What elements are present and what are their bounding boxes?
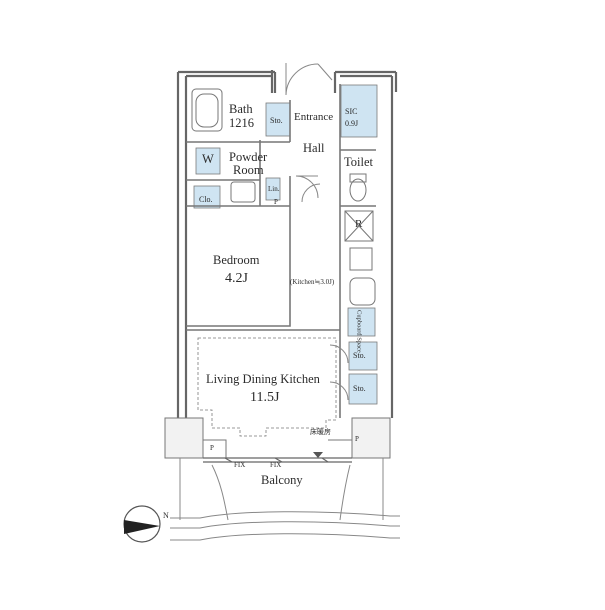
hall-label: Hall <box>303 141 325 155</box>
markers <box>313 452 323 458</box>
north-label: N <box>163 511 169 520</box>
w-label: W <box>202 152 214 166</box>
balcony-label: Balcony <box>261 473 303 487</box>
entrance-label: Entrance <box>294 111 334 123</box>
fix-left-label: FIX <box>234 461 246 469</box>
sto-lower-label: Sto. <box>353 384 366 393</box>
balcony-window <box>203 457 352 463</box>
interior-walls <box>186 84 376 418</box>
doors <box>285 63 349 401</box>
bath-size: 1216 <box>229 116 254 130</box>
r-label: R <box>355 218 363 230</box>
bedroom-size: 4.2J <box>225 271 248 286</box>
outer-walls <box>176 70 398 418</box>
sic-size: 0.9J <box>345 119 359 128</box>
floor-heating-label: 床暖房 <box>310 428 331 436</box>
ldk-size: 11.5J <box>250 390 280 405</box>
cupboard-space-label: Cupboard Space <box>355 310 363 353</box>
fixtures <box>230 173 376 306</box>
sic-label: SIC <box>345 107 358 116</box>
clo-label: Clo. <box>199 195 213 204</box>
p-right-label: P <box>355 435 359 443</box>
p-left-label: P <box>210 444 214 452</box>
ldk-label: Living Dining Kitchen <box>206 372 320 386</box>
lin-label: Lin. <box>268 185 280 193</box>
sto-bath-label: Sto. <box>270 116 283 125</box>
storage-blocks <box>193 84 378 405</box>
bath-label: Bath <box>229 102 253 116</box>
p-small-label: P <box>274 198 278 206</box>
balcony-railing <box>170 458 400 541</box>
lower-structure <box>164 417 391 459</box>
north-arrow-icon <box>123 505 161 543</box>
fix-right-label: FIX <box>270 461 282 469</box>
bedroom-label: Bedroom <box>213 253 260 267</box>
toilet-label: Toilet <box>344 155 373 169</box>
powder-room-line2: Room <box>233 163 264 177</box>
sto-upper-label: Sto. <box>353 351 366 360</box>
ldk-dashed-area <box>197 337 337 437</box>
bathtub <box>191 88 223 132</box>
kitchen-note: (Kitchen≒3.0J) <box>290 278 335 286</box>
powder-room-line1: Powder <box>229 150 268 164</box>
